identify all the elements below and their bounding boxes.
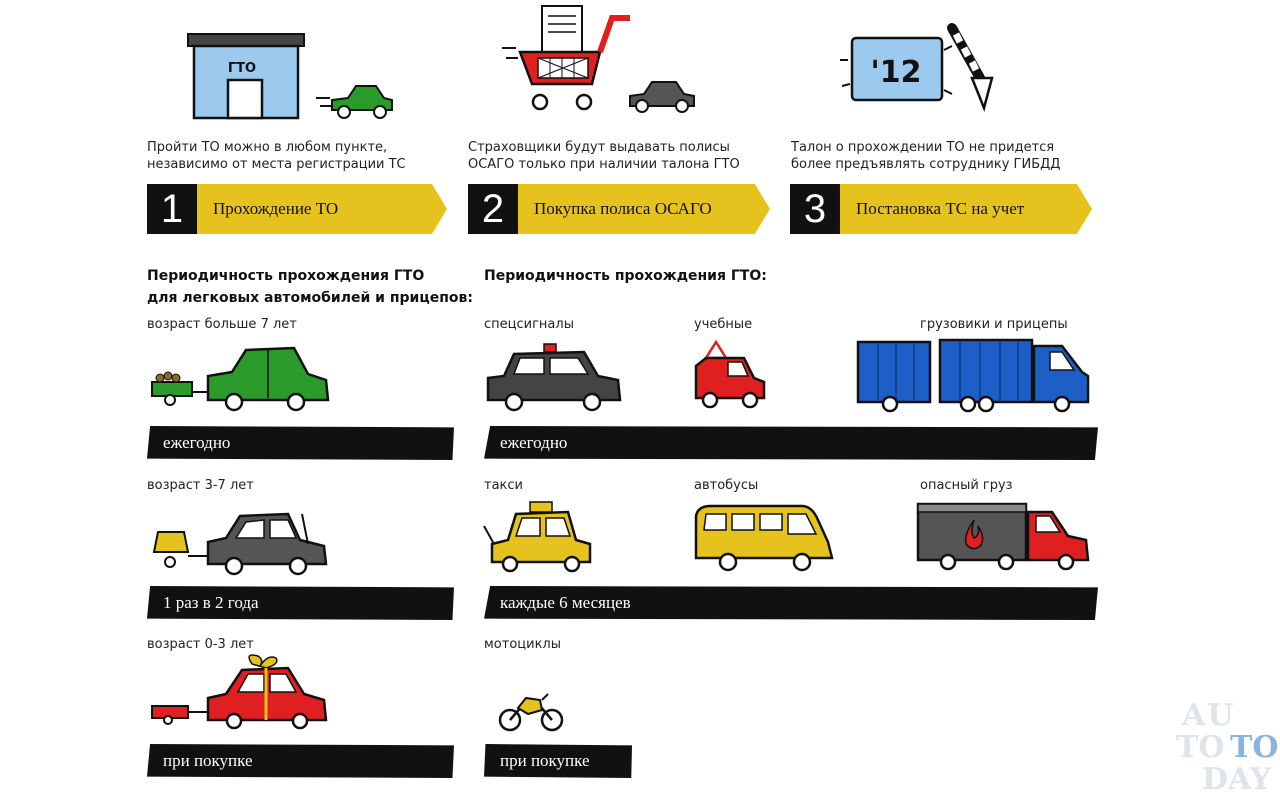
step-1-label: Прохождение ТО: [197, 184, 447, 234]
period-bar-on-purchase-right: при покупке: [484, 744, 632, 778]
bus-icon: [694, 504, 834, 572]
step-2-desc-line: Страховщики будут выдавать полисы: [468, 140, 730, 155]
gto-sign: ГТО: [228, 61, 256, 76]
step-3-banner: 3 Постановка ТС на учет: [790, 184, 1092, 234]
trucks-trailers-label: грузовики и прицепы: [920, 317, 1068, 332]
step-3-desc-line: более предъявлять сотруднику ГИБДД: [791, 157, 1061, 172]
step-1-number: 1: [147, 184, 197, 234]
age-over-7-label: возраст больше 7 лет: [147, 317, 297, 332]
step-3-description: Талон о прохождении ТО не придется более…: [791, 139, 1060, 173]
special-signals-label: спецсигналы: [484, 317, 574, 332]
step-3-label: Постановка ТС на учет: [840, 184, 1092, 234]
right-section-title: Периодичность прохождения ГТО:: [484, 268, 767, 284]
left-title-line: Периодичность прохождения ГТО: [147, 268, 425, 284]
motorcycle-icon: [498, 693, 564, 732]
taxi-icon: [483, 501, 592, 573]
training-cars-label: учебные: [694, 317, 753, 332]
hazardous-truck-icon: [916, 502, 1090, 571]
shopping-cart-illustration: [502, 5, 695, 113]
step-3-desc-line: Талон о прохождении ТО не придется: [791, 140, 1055, 155]
step-2-banner: 2 Покупка полиса ОСАГО: [468, 184, 770, 234]
period-bar-on-purchase-left: при покупке: [147, 744, 454, 778]
motorcycles-label: мотоциклы: [484, 637, 562, 652]
step-2-desc-line: ОСАГО только при наличии талона ГТО: [468, 157, 740, 172]
age-0-3-label: возраст 0-3 лет: [147, 637, 254, 652]
step-2-description: Страховщики будут выдавать полисы ОСАГО …: [468, 139, 740, 173]
period-bar-annual-left: ежегодно: [147, 426, 454, 460]
step-1-banner: 1 Прохождение ТО: [147, 184, 447, 234]
watermark-line-3: DAY: [1202, 762, 1272, 797]
ticket-year: '12: [871, 55, 922, 90]
police-car-icon: [486, 343, 622, 412]
green-car-with-trailer-icon: [151, 346, 330, 412]
step-1-description: Пройти ТО можно в любом пункте, независи…: [147, 139, 406, 173]
step-2-label: Покупка полиса ОСАГО: [518, 184, 770, 234]
step-1-desc-line: независимо от места регистрации ТС: [147, 157, 406, 172]
left-section-title: Периодичность прохождения ГТО для легков…: [147, 265, 473, 309]
training-car-icon: [694, 339, 766, 409]
hazardous-cargo-label: опасный груз: [920, 478, 1013, 493]
period-bar-every-2-years: 1 раз в 2 года: [147, 586, 454, 620]
taxi-label: такси: [484, 478, 523, 493]
gto-station-illustration: ГТО: [187, 33, 393, 120]
ticket-barrier-illustration: '12: [840, 23, 994, 112]
watermark-line-1: AU: [1182, 698, 1236, 733]
period-bar-every-6-months: каждые 6 месяцев: [484, 586, 1098, 620]
period-bar-annual-right: ежегодно: [484, 426, 1098, 460]
autotoday-watermark-logo: AU TO TO DAY: [1174, 698, 1278, 798]
step-2-number: 2: [468, 184, 518, 234]
truck-with-trailer-icon: [856, 338, 1090, 413]
gray-car-with-trailer-icon: [152, 512, 328, 576]
red-car-with-bow-icon: [151, 654, 328, 730]
buses-label: автобусы: [694, 478, 759, 493]
left-title-line: для легковых автомобилей и прицепов:: [147, 290, 473, 306]
age-3-7-label: возраст 3-7 лет: [147, 478, 254, 493]
watermark-line-2a: TO: [1176, 730, 1225, 765]
step-3-number: 3: [790, 184, 840, 234]
step-1-desc-line: Пройти ТО можно в любом пункте,: [147, 140, 388, 155]
watermark-line-2b: TO: [1230, 730, 1279, 765]
